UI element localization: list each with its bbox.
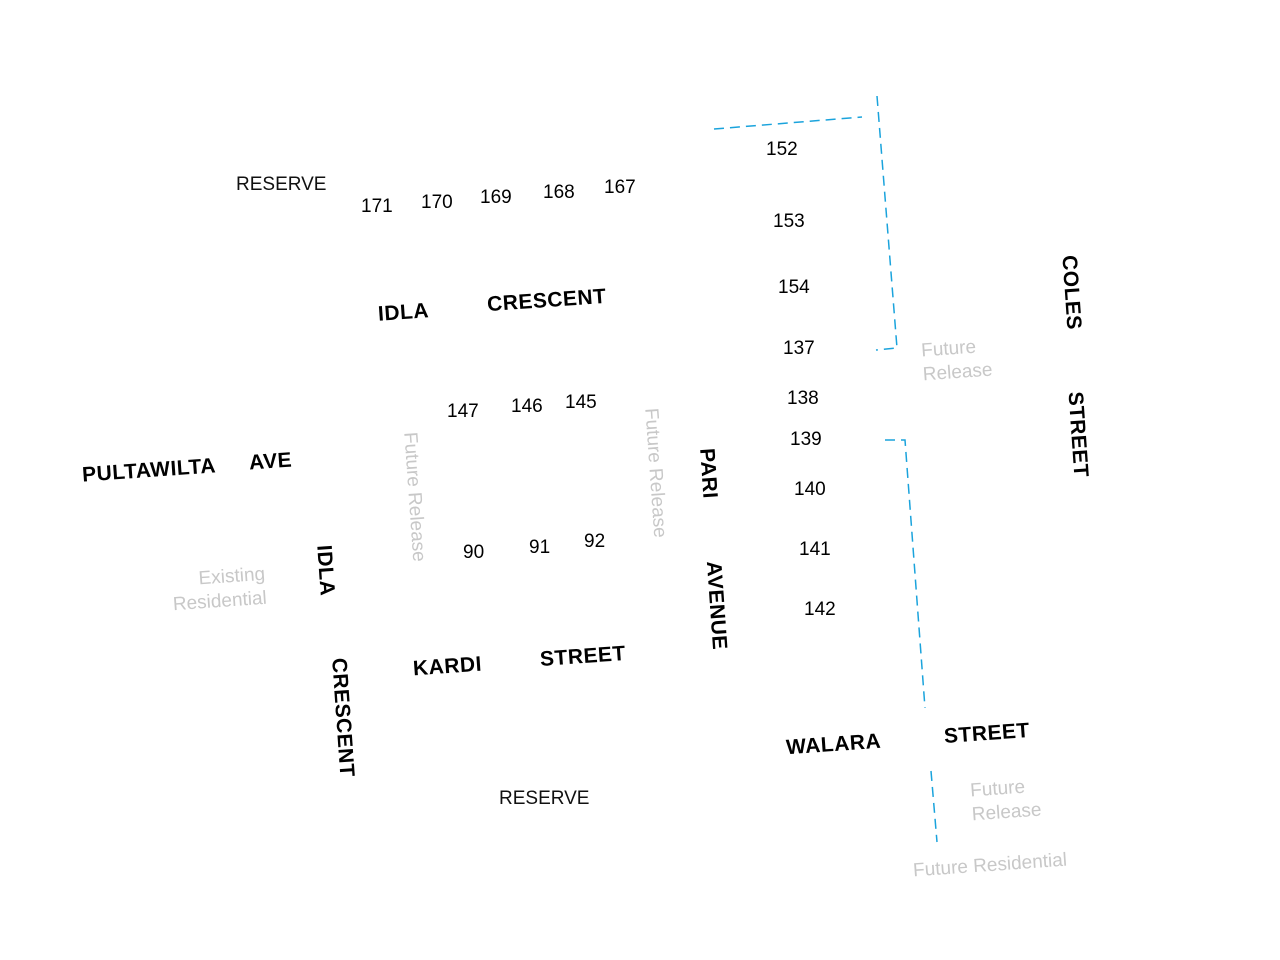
lot-number: 170 <box>421 192 453 213</box>
stage-boundary-right-upper <box>875 95 898 351</box>
lot-number: 168 <box>543 182 575 203</box>
existing-residential-label: Existing Residential <box>170 563 267 617</box>
lot-number: 171 <box>361 196 393 217</box>
street-label-pultawilta-ave: AVE <box>248 448 293 475</box>
future-release-label: Future Release <box>969 775 1042 827</box>
lot-number: 139 <box>790 429 822 450</box>
street-label-pari-avenue: PARI <box>695 447 722 500</box>
future-release-label: Future Release <box>920 335 993 387</box>
lot-number: 137 <box>783 338 815 359</box>
lot-number: 141 <box>799 539 831 560</box>
lot-number: 145 <box>565 392 597 413</box>
future-release-line: Release <box>971 799 1043 826</box>
future-release-line: Release <box>922 359 994 386</box>
stage-boundary-top <box>713 116 863 130</box>
lot-number: 142 <box>804 599 836 620</box>
lot-number: 91 <box>529 537 551 558</box>
lot-number: 147 <box>447 401 479 422</box>
street-label-kardi-street: KARDI <box>412 652 483 681</box>
street-label-idla-crescent-west: IDLA <box>312 544 339 597</box>
lot-number: 154 <box>778 277 810 298</box>
street-label-coles-street: STREET <box>1063 390 1093 479</box>
lot-number: 92 <box>584 531 606 552</box>
lot-number: 169 <box>480 187 512 208</box>
reserve-label: RESERVE <box>236 174 327 195</box>
lot-number: 138 <box>787 388 819 409</box>
stage-boundary-right-lower <box>885 439 926 709</box>
lot-number: 146 <box>511 396 543 417</box>
lot-number: 152 <box>766 139 798 160</box>
lot-number: 140 <box>794 479 826 500</box>
reserve-label: RESERVE <box>499 788 590 809</box>
stage-boundary-bottom <box>930 770 938 843</box>
lot-number: 90 <box>463 542 485 563</box>
lot-number: 167 <box>604 177 636 198</box>
lot-number: 153 <box>773 211 805 232</box>
street-label-idla-crescent: IDLA <box>377 299 430 326</box>
street-label-coles-street: COLES <box>1057 254 1086 331</box>
